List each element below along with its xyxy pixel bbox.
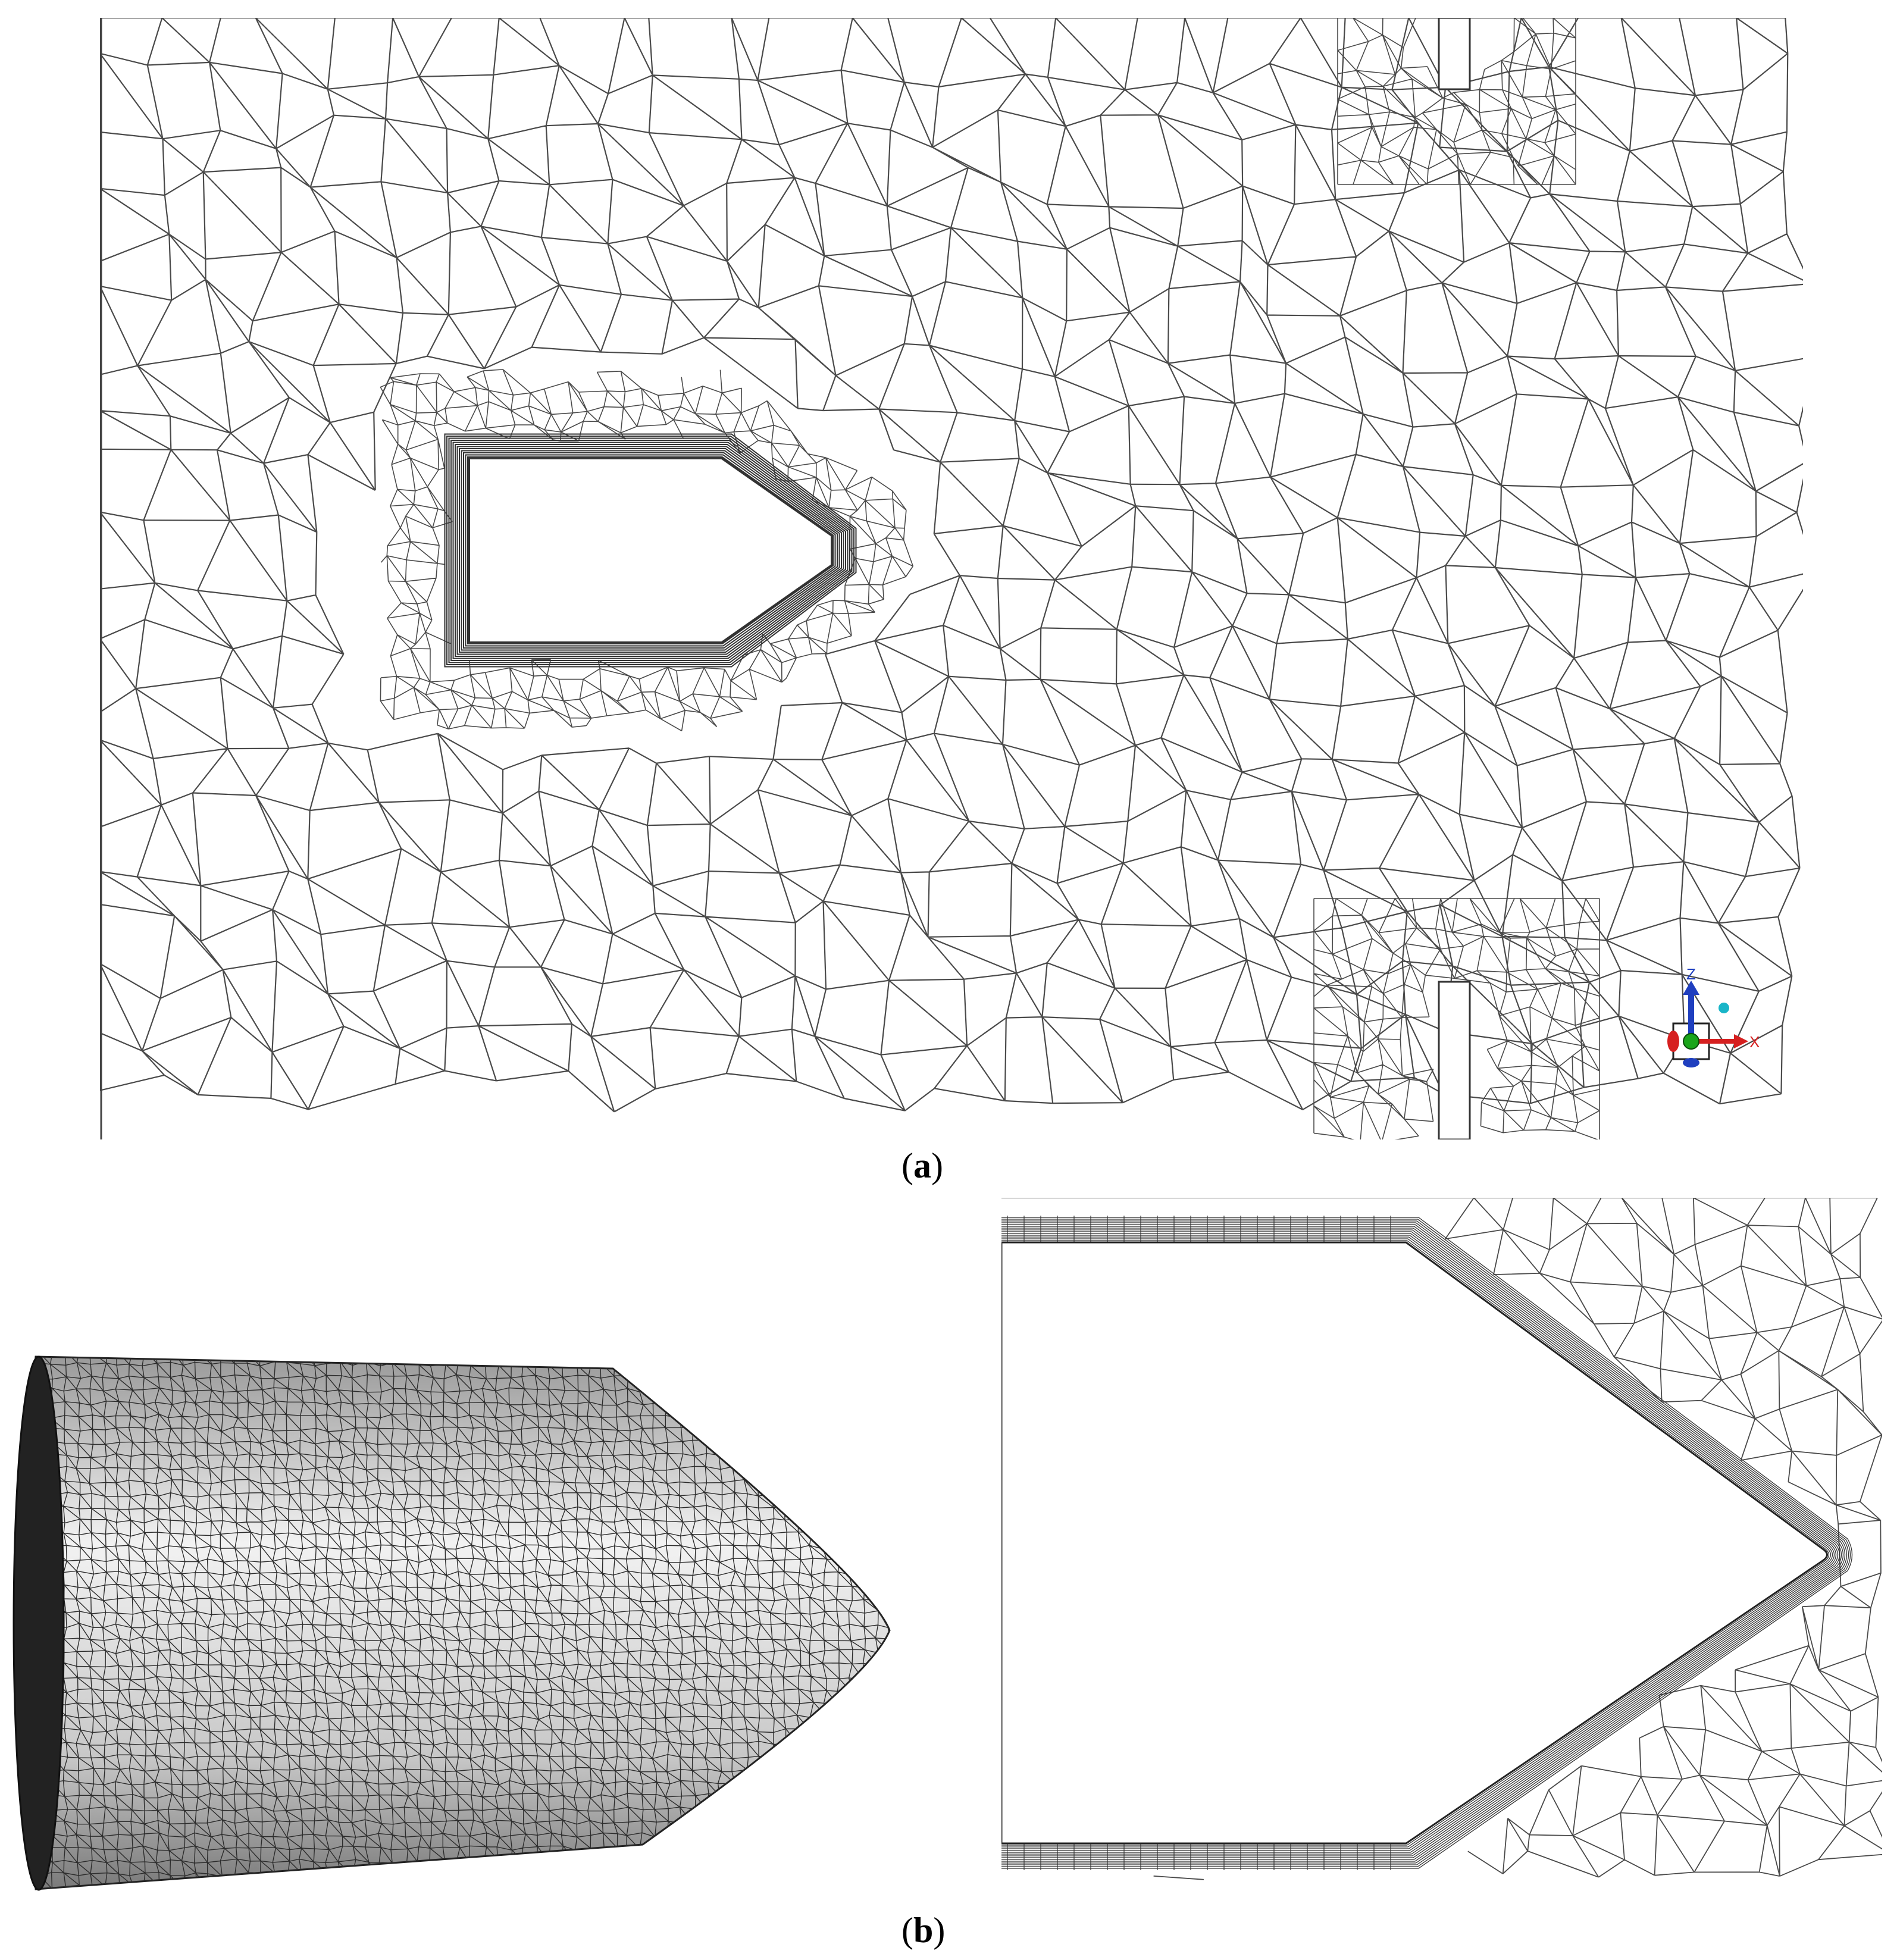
slit-refinement-bottom — [1313, 898, 1600, 1139]
bottom-slit — [1438, 981, 1471, 1139]
top-slit — [1438, 18, 1471, 90]
axis-triad[interactable]: ZX — [1667, 965, 1760, 1067]
projectile-cross-section — [468, 457, 833, 644]
projectile-wall — [1001, 1241, 1828, 1845]
z-axis-label: Z — [1686, 965, 1696, 983]
coarse-mesh — [100, 18, 1803, 1113]
x-axis-label: X — [1749, 1033, 1760, 1051]
layer-ticks — [1007, 1216, 1391, 1870]
caption-b: (b) — [902, 1911, 946, 1950]
boundary-layer-mesh-zoom — [1001, 1198, 1882, 1900]
projectile-base — [12, 1355, 65, 1891]
triad-probe — [1719, 1003, 1729, 1013]
slit-refinement-top — [1337, 18, 1576, 185]
domain-mesh-view: ZX — [100, 18, 1803, 1139]
caption-a: (a) — [902, 1146, 943, 1185]
prism-layers — [1001, 1217, 1853, 1869]
caption-a-letter: a — [913, 1146, 931, 1185]
triad-origin — [1683, 1033, 1699, 1050]
caption-b-letter: b — [913, 1911, 934, 1950]
outer-mesh — [1001, 1198, 1882, 1880]
projectile-surface-mesh — [0, 1351, 904, 1898]
boundary-layer — [444, 433, 857, 668]
